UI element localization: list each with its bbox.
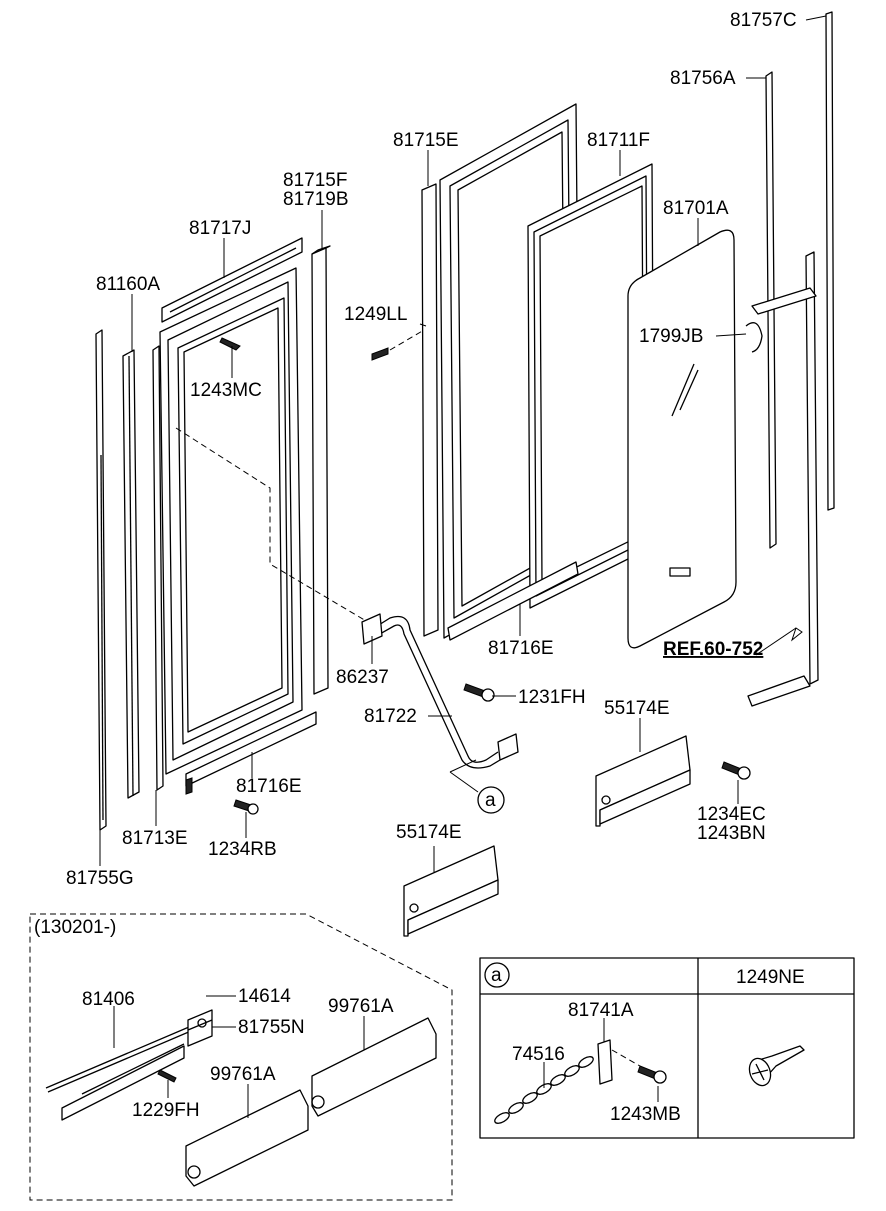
- table-callout-a-circle: [484, 962, 510, 988]
- label-81722: 81722: [364, 706, 417, 727]
- parts-table: a 1249NE 81741A 74516 1243MB: [479, 957, 855, 1139]
- callout-a-label: a: [485, 790, 496, 811]
- label-1231FH: 1231FH: [518, 687, 586, 708]
- right-rails: [745, 11, 835, 707]
- inset-heading: (130201-): [34, 917, 116, 938]
- label-55174E-left: 55174E: [396, 822, 462, 843]
- label-81719B: 81719B: [283, 189, 349, 210]
- inset-label-81755N: 81755N: [238, 1017, 305, 1038]
- label-55174E-right: 55174E: [604, 698, 670, 719]
- table-col-1249NE: 1249NE: [736, 967, 805, 988]
- label-81160A: 81160A: [96, 274, 160, 295]
- label-81757C: 81757C: [730, 10, 797, 31]
- label-81756A: 81756A: [670, 68, 736, 89]
- label-1234RB: 1234RB: [208, 839, 277, 860]
- table-label-81741A: 81741A: [568, 1000, 634, 1021]
- label-81755G: 81755G: [66, 868, 134, 889]
- inset-label-99761A-left: 99761A: [210, 1064, 276, 1085]
- chain-74516: [494, 1056, 594, 1124]
- label-81713E: 81713E: [122, 828, 188, 849]
- label-86237: 86237: [336, 667, 389, 688]
- label-81701A: 81701A: [663, 198, 729, 219]
- table-col-a: a: [491, 965, 502, 986]
- glass-panel: [627, 229, 737, 649]
- label-81715E: 81715E: [393, 130, 459, 151]
- inset-label-14614: 14614: [238, 986, 291, 1007]
- callout-a-circle: [477, 786, 505, 814]
- brackets: [403, 735, 751, 937]
- left-door-assembly: [95, 237, 379, 831]
- label-1799JB: 1799JB: [639, 326, 703, 347]
- label-1243MC: 1243MC: [190, 380, 262, 401]
- label-81716E-right: 81716E: [488, 638, 554, 659]
- inset-label-1229FH: 1229FH: [132, 1100, 200, 1121]
- leader-lines: [99, 15, 827, 872]
- part-labels: 81757C 81756A 81715E 81711F 81701A 81715…: [66, 10, 797, 889]
- label-1243BN: 1243BN: [697, 823, 766, 844]
- label-81716E-left: 81716E: [236, 776, 302, 797]
- center-door-assembly: [371, 103, 655, 641]
- inset-label-99761A-right: 99761A: [328, 996, 394, 1017]
- table-label-1243MB: 1243MB: [610, 1104, 681, 1125]
- label-81715F: 81715F: [283, 170, 347, 191]
- label-81711F: 81711F: [587, 130, 650, 151]
- label-1249LL: 1249LL: [344, 304, 407, 325]
- label-1234EC: 1234EC: [697, 804, 766, 825]
- linkage-rod: [361, 613, 519, 793]
- inset-label-81406: 81406: [82, 989, 135, 1010]
- label-ref-60-752: REF.60-752: [663, 639, 763, 660]
- table-label-74516: 74516: [512, 1044, 565, 1065]
- inset-panel: (130201-) 81406 14614 81755N 99761A 9976…: [29, 913, 453, 1201]
- label-81717J: 81717J: [189, 218, 251, 239]
